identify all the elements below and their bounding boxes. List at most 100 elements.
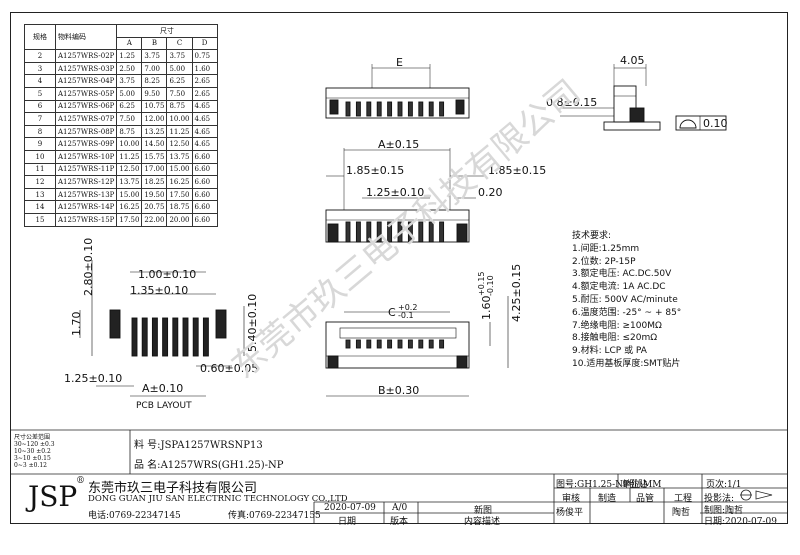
dim-c: C (388, 306, 396, 319)
top-pin (355, 101, 361, 117)
company-name: 东莞市玖三电子科技有限公司 (88, 481, 258, 496)
dim-540: 5.40±0.10 (246, 294, 259, 352)
table-cell: 10.00 (166, 112, 193, 126)
dim-060: 0.60±0.05 (200, 362, 258, 375)
table-cell: A1257WRS-15P (54, 212, 118, 227)
side-view (560, 64, 727, 131)
product-name-label: 品 名: (134, 460, 161, 471)
pcb-pad (182, 317, 189, 357)
part-number: 料 号:JSPA1257WRSNP13 (134, 436, 263, 451)
bottom-pin (439, 339, 445, 349)
projection-label: 投影法: (704, 494, 735, 504)
front-pin (439, 221, 445, 243)
unit: 单位:MM (622, 480, 662, 490)
revision-content: 新图 (474, 506, 493, 516)
pcb-pad (172, 317, 179, 357)
bottom-pin (355, 339, 361, 349)
table-cell: 17.50 (116, 212, 143, 227)
watermark-text: 东莞市玖三电子科技有限公司 (224, 72, 588, 387)
dim-125: 1.25±0.10 (366, 186, 424, 199)
front-pin (428, 221, 434, 243)
dim-425: 4.25±0.15 (510, 264, 523, 322)
bottom-pin (407, 339, 413, 349)
table-cell: 12.00 (141, 112, 168, 126)
requirement-line: 1.间距:1.25mm (572, 243, 640, 254)
pcb-pad (151, 317, 158, 357)
front-pin (418, 221, 424, 243)
top-pin (428, 101, 434, 117)
dim-185-right: 1.85±0.15 (488, 164, 546, 177)
top-pin (439, 101, 445, 117)
pcb-pad (202, 317, 209, 357)
table-cell: 20.75 (141, 200, 168, 214)
registered-mark: ® (76, 476, 85, 486)
table-cell: 8.75 (116, 124, 143, 139)
drawn-by: 制图:陶哲 (704, 506, 744, 516)
requirement-line: 3.额定电压: AC.DC.50V (572, 269, 672, 280)
requirement-line: 9.材料: LCP 或 PA (572, 346, 647, 357)
top-pin (397, 101, 403, 117)
top-pin (376, 101, 382, 117)
bottom-pin (345, 339, 351, 349)
tolerance-line: 3~10 ±0.15 (14, 455, 51, 462)
table-cell: 20.00 (166, 212, 193, 227)
dim-160: 1.60 (480, 296, 493, 321)
drawing-number: 图号:GH1.25-NP卧贴 (556, 480, 648, 490)
pcb-layout (79, 260, 245, 397)
dim-405: 4.05 (620, 54, 645, 67)
bottom-pin (428, 339, 434, 349)
dim-170: 1.70 (70, 312, 83, 337)
product-name: 品 名:A1257WRS(GH1.25)-NP (134, 456, 284, 471)
table-cell: 5.00 (166, 61, 193, 76)
title-block-lines (10, 429, 788, 524)
front-pin (407, 221, 413, 243)
content-label: 内容描述 (464, 517, 501, 527)
revision-version: A/0 (392, 503, 408, 513)
date-label: 日期 (338, 517, 357, 527)
dim-160-upper: +0.15 (477, 271, 486, 296)
part-number-value: JSPA1257WRSNP13 (160, 440, 263, 451)
pcb-pad (141, 317, 148, 357)
bottom-pin (376, 339, 382, 349)
bottom-pin (387, 339, 393, 349)
engineering-label: 工程 (674, 494, 693, 504)
bottom-pin (418, 339, 424, 349)
front-pin (387, 221, 393, 243)
pcb-pad (162, 317, 169, 357)
dim-b030: B±0.30 (378, 384, 419, 397)
requirement-line: 6.温度范围: -25° ~ + 85° (572, 307, 682, 318)
part-number-label: 料 号: (134, 440, 161, 451)
top-pin (418, 101, 424, 117)
table-cell: 6.25 (166, 74, 193, 88)
table-cell: 6.60 (191, 212, 218, 227)
dim-010: 0.10 (703, 117, 728, 130)
dim-c-upper: +0.2 (398, 303, 417, 312)
requirement-line: 2.位数: 2P-15P (572, 256, 636, 267)
dim-135: 1.35±0.10 (130, 284, 188, 297)
front-view (325, 148, 486, 243)
pcb-layout-label: PCB LAYOUT (136, 401, 192, 411)
requirement-line: 8.接触电阻: ≤20mΩ (572, 333, 658, 344)
company-name-en: DONG GUAN JIU SAN ELECTRNIC TECHNOLOGY C… (88, 494, 348, 504)
dim-280: 2.80±0.10 (82, 238, 95, 296)
front-pin (345, 221, 351, 243)
revision-date: 2020-07-09 (324, 503, 376, 513)
requirement-line: 5.耐压: 500V AC/minute (572, 294, 678, 305)
pcb-pad (131, 317, 138, 357)
version-label: 版本 (390, 517, 409, 527)
table-cell: 3.75 (166, 49, 193, 63)
top-view (325, 64, 470, 119)
company-fax: 传真:0769-22347155 (228, 511, 321, 521)
header-spec: 规格 (24, 23, 56, 51)
top-pin (387, 101, 393, 117)
bottom-pin (366, 339, 372, 349)
engineer-name: 陶哲 (672, 508, 691, 518)
